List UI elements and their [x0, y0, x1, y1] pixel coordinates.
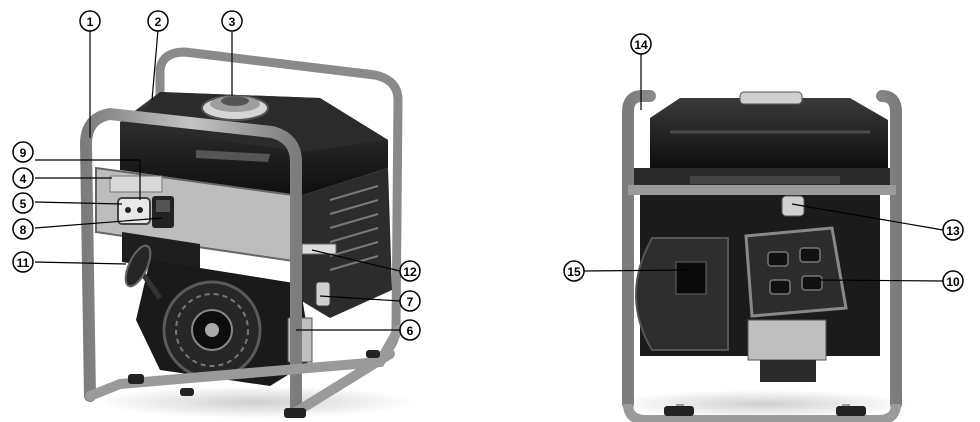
front-view-front-frame: [79, 107, 302, 418]
callout-13: [942, 219, 964, 241]
ac-outlet: [117, 197, 151, 225]
callout-5-number: 5: [20, 197, 27, 211]
callout-3: [221, 10, 243, 32]
callout-1: [79, 10, 101, 32]
callout-13-number: 13: [946, 224, 960, 238]
callout-14: [630, 33, 652, 55]
callout-12: [399, 260, 421, 282]
callout-8-number: 8: [20, 223, 27, 237]
recoil-starter-handle: [124, 244, 152, 288]
alternator-housing: [300, 168, 392, 318]
callout-9: [12, 141, 34, 163]
callout-7: [399, 290, 421, 312]
callout-11: [12, 251, 34, 273]
callout-14-number: 14: [634, 38, 648, 52]
callout-6: [399, 319, 421, 341]
callout-11-number: 11: [17, 256, 30, 270]
callout-4: [12, 167, 34, 189]
callout-leaders: [34, 29, 944, 331]
callout-8: [12, 218, 34, 240]
callout-12-number: 12: [403, 265, 417, 279]
callout-bubbles: [12, 10, 964, 341]
callout-6-number: 6: [407, 324, 414, 338]
callout-2-number: 2: [155, 15, 162, 29]
callout-5: [12, 192, 34, 214]
rear-view-generator: [612, 90, 912, 422]
callout-4-number: 4: [20, 172, 27, 186]
front-view-generator: [79, 47, 415, 418]
callout-numbers: 1 2 3 4 5 6 7 8 9 10 11 12 13 14 15: [17, 15, 960, 338]
callout-15-number: 15: [567, 265, 581, 279]
air-filter-cover: [744, 226, 848, 318]
rear-view-frame: [622, 90, 902, 410]
callout-2: [147, 10, 169, 32]
front-view-base: [85, 325, 403, 417]
callout-3-number: 3: [229, 15, 236, 29]
choke-lever: [315, 281, 331, 307]
callout-1-number: 1: [87, 15, 94, 29]
callout-10-number: 10: [946, 275, 960, 289]
callout-7-number: 7: [407, 295, 414, 309]
callout-9-number: 9: [20, 146, 27, 160]
callout-10: [942, 270, 964, 292]
callout-15: [563, 260, 585, 282]
